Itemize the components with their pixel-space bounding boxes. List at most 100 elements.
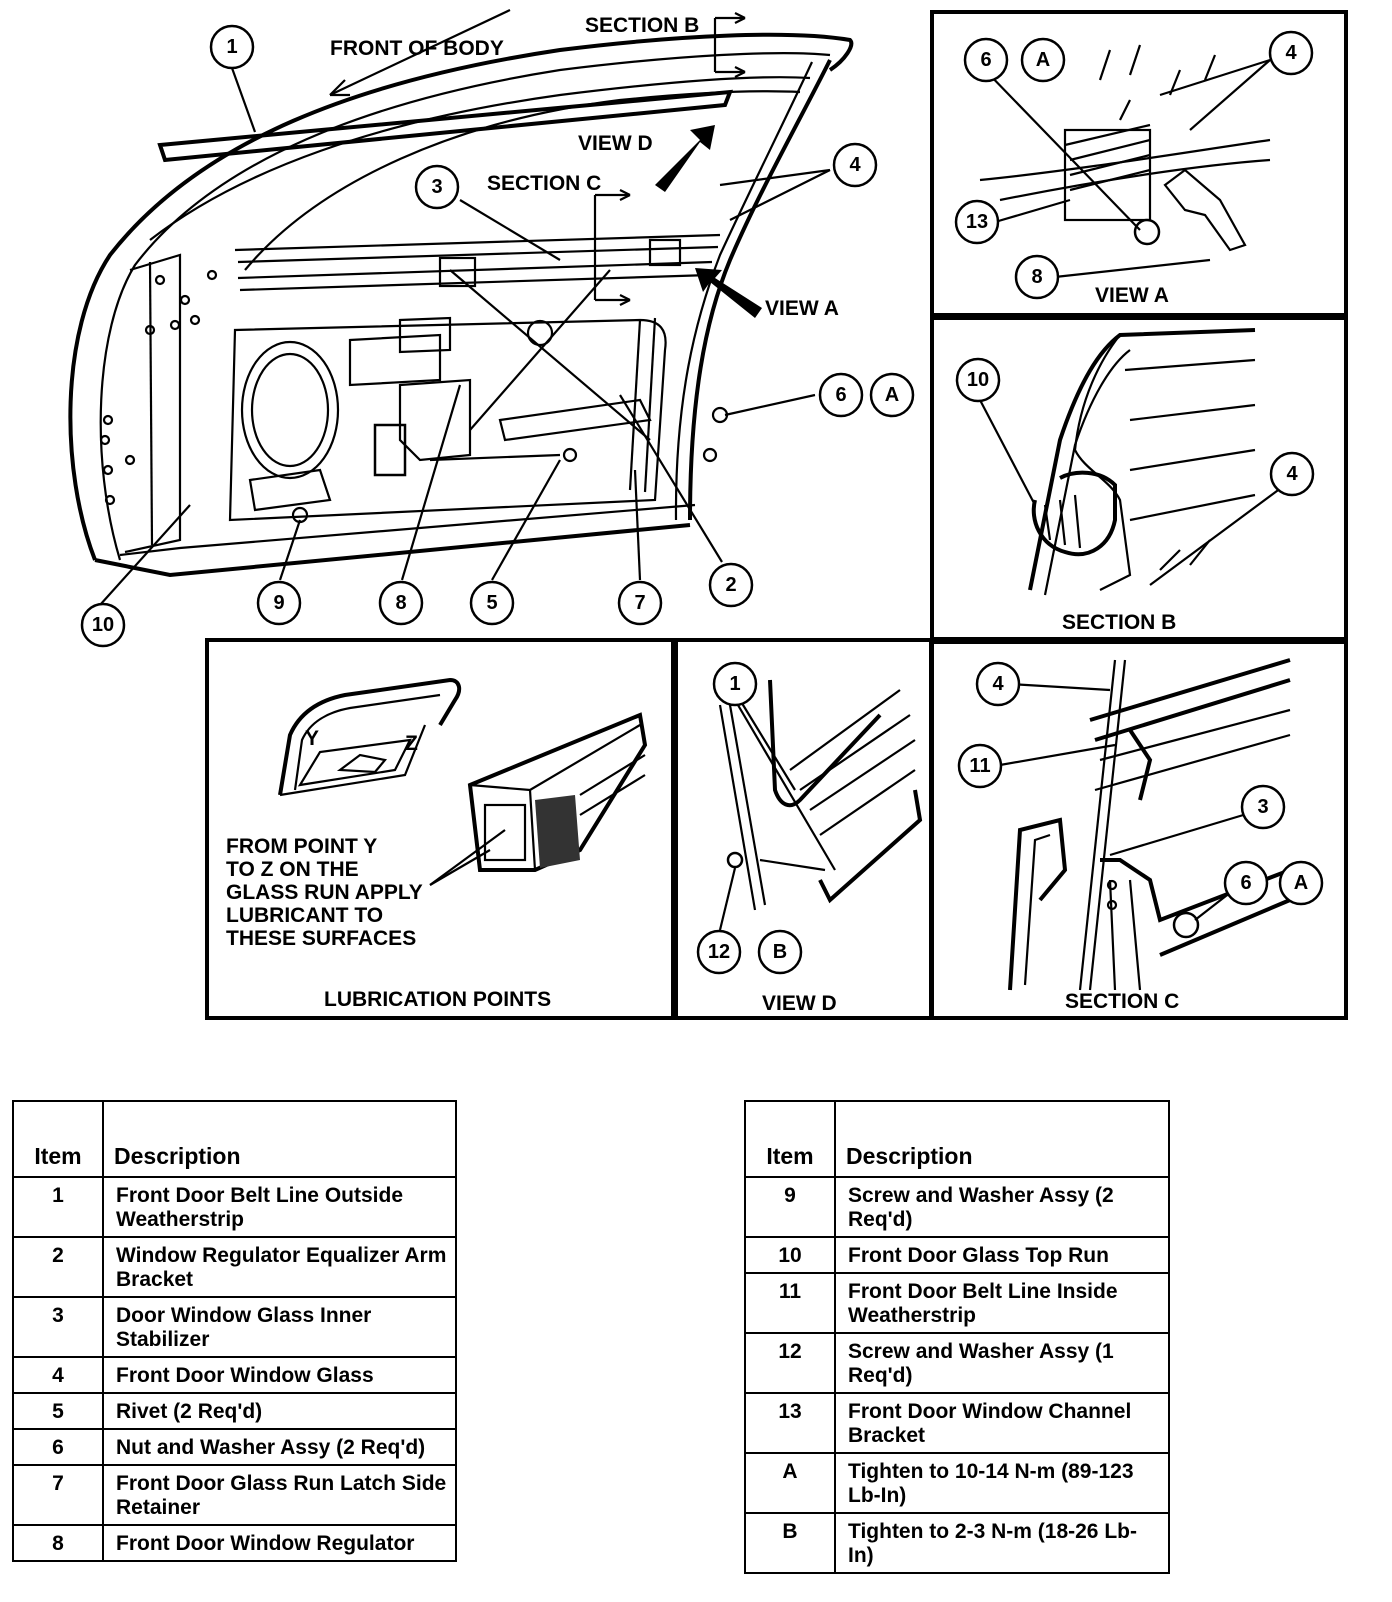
- svg-text:1: 1: [226, 36, 237, 58]
- callout-8: 8: [378, 580, 424, 626]
- callout-9: 9: [256, 580, 302, 626]
- svg-text:12: 12: [708, 941, 730, 963]
- legend-item-description: Front Door Window Regulator: [102, 1524, 457, 1562]
- view-d-callout-b: B: [757, 929, 803, 975]
- section-c-callout-a: A: [1278, 860, 1324, 906]
- main-callouts: 1 3 4 6 A 10 9 8 5 7 2: [80, 24, 915, 648]
- svg-text:7: 7: [634, 592, 645, 614]
- view-a-callout-8: 8: [1014, 254, 1060, 300]
- svg-text:LUBRICANT TO: LUBRICANT TO: [226, 904, 383, 927]
- svg-text:3: 3: [1257, 796, 1268, 818]
- legend-header-description: Description: [102, 1100, 457, 1178]
- callout-a: A: [869, 372, 915, 418]
- legend-item-description: Screw and Washer Assy (1 Req'd): [834, 1332, 1170, 1394]
- callout-10: 10: [80, 602, 126, 648]
- view-d-callout-1: 1: [712, 661, 758, 707]
- legend-item-number: 5: [12, 1392, 104, 1430]
- section-c-callout-11: 11: [957, 743, 1003, 789]
- section-c-title: SECTION C: [1065, 990, 1179, 1013]
- svg-text:9: 9: [273, 592, 284, 614]
- legend-item-number: 8: [12, 1524, 104, 1562]
- section-b-callout-10: 10: [955, 357, 1001, 403]
- lube-note: FROM POINT Y TO Z ON THE GLASS RUN APPLY…: [226, 835, 423, 950]
- svg-text:GLASS RUN APPLY: GLASS RUN APPLY: [226, 881, 423, 904]
- callout-6: 6: [818, 372, 864, 418]
- svg-text:8: 8: [1031, 266, 1042, 288]
- callout-7: 7: [617, 580, 663, 626]
- legend-item-description: Front Door Belt Line Outside Weatherstri…: [102, 1176, 457, 1238]
- legend-item-number: B: [744, 1512, 836, 1574]
- legend-header-row: Item Description: [12, 1100, 457, 1178]
- legend-header-description: Description: [834, 1100, 1170, 1178]
- view-d-panel: 1 12 B VIEW D: [674, 638, 933, 1020]
- lubrication-points-title: LUBRICATION POINTS: [324, 988, 551, 1011]
- svg-text:TO Z ON THE: TO Z ON THE: [226, 858, 359, 881]
- legend-item-description: Front Door Glass Run Latch Side Retainer: [102, 1464, 457, 1526]
- section-c-callout-4: 4: [975, 661, 1021, 707]
- legend-item-description: Front Door Belt Line Inside Weatherstrip: [834, 1272, 1170, 1334]
- svg-text:A: A: [1036, 49, 1050, 71]
- svg-text:A: A: [1294, 872, 1308, 894]
- section-b-title: SECTION B: [1062, 611, 1176, 634]
- view-d-marker-label: VIEW D: [578, 132, 653, 155]
- section-b-panel: 10 4 SECTION B: [930, 316, 1348, 641]
- svg-text:4: 4: [1286, 463, 1298, 485]
- legend-item-number: 10: [744, 1236, 836, 1274]
- legend-item-number: 4: [12, 1356, 104, 1394]
- callout-1: 1: [209, 24, 255, 70]
- svg-text:FROM POINT Y: FROM POINT Y: [226, 835, 377, 858]
- svg-text:6: 6: [980, 49, 991, 71]
- svg-text:6: 6: [835, 384, 846, 406]
- section-c-marker-label: SECTION C: [487, 172, 601, 195]
- view-a-callout-13: 13: [954, 199, 1000, 245]
- legend-item-description: Window Regulator Equalizer Arm Bracket: [102, 1236, 457, 1298]
- svg-text:10: 10: [967, 369, 989, 391]
- legend-item-description: Front Door Window Glass: [102, 1356, 457, 1394]
- svg-text:4: 4: [1285, 42, 1297, 64]
- legend-header-item: Item: [12, 1100, 104, 1178]
- door-glass-diagram: FRONT OF BODY SECTION B VIEW D SECTION C…: [68, 9, 1348, 1020]
- legend-item-description: Front Door Glass Top Run: [834, 1236, 1170, 1274]
- legend-item-description: Tighten to 10-14 N-m (89-123 Lb-In): [834, 1452, 1170, 1514]
- main-door-illustration: [68, 9, 854, 606]
- view-a-callout-a: A: [1020, 37, 1066, 83]
- legend-item-number: 7: [12, 1464, 104, 1526]
- svg-text:2: 2: [725, 574, 736, 596]
- legend-item-description: Door Window Glass Inner Stabilizer: [102, 1296, 457, 1358]
- callout-4: 4: [832, 142, 878, 188]
- callout-5: 5: [469, 580, 515, 626]
- legend-item-number: 9: [744, 1176, 836, 1238]
- view-a-marker-label: VIEW A: [765, 297, 839, 320]
- legend-item-number: 13: [744, 1392, 836, 1454]
- view-a-title: VIEW A: [1095, 284, 1169, 307]
- legend-item-number: 6: [12, 1428, 104, 1466]
- svg-text:5: 5: [486, 592, 497, 614]
- legend-item-description: Screw and Washer Assy (2 Req'd): [834, 1176, 1170, 1238]
- view-a-callout-4: 4: [1268, 30, 1314, 76]
- lubrication-panel: Y Z FROM POINT Y TO Z ON THE GLASS RUN A…: [205, 638, 675, 1020]
- callout-2: 2: [708, 562, 754, 608]
- svg-text:B: B: [773, 941, 787, 963]
- svg-text:A: A: [885, 384, 899, 406]
- legend-item-description: Tighten to 2-3 N-m (18-26 Lb-In): [834, 1512, 1170, 1574]
- legend-item-number: 1: [12, 1176, 104, 1238]
- section-c-callout-3: 3: [1240, 784, 1286, 830]
- legend-item-number: 2: [12, 1236, 104, 1298]
- callout-3: 3: [414, 164, 460, 210]
- legend-item-number: 3: [12, 1296, 104, 1358]
